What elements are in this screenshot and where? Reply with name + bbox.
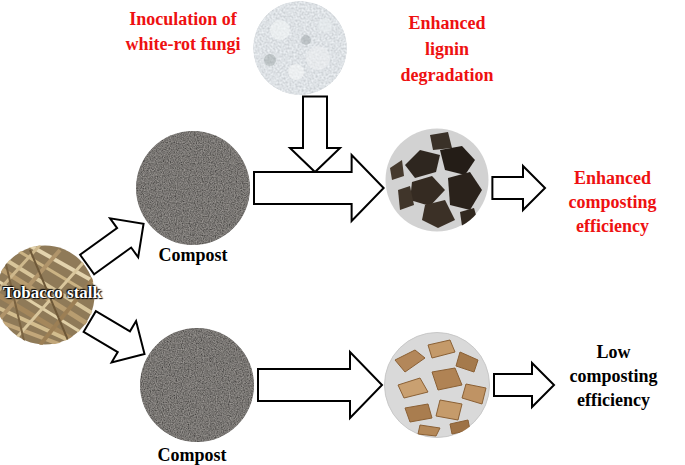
- node-text: Enhanced composting efficiency: [545, 166, 680, 238]
- node-text: Inoculation of white-rot fungi: [118, 7, 248, 57]
- block-arrow: [290, 97, 384, 188]
- compost-photo: [140, 328, 254, 442]
- block-arrow: [258, 352, 382, 418]
- block-arrow: [492, 166, 545, 210]
- node-text: Enhanced lignin degradation: [389, 10, 505, 88]
- circle-outline: [384, 332, 490, 438]
- photo-circle: Compost: [140, 328, 254, 442]
- block-arrow: [80, 218, 143, 274]
- photo-circle: Inoculation of white-rot fungi: [253, 1, 347, 95]
- text-node: Enhanced composting efficiency: [545, 166, 680, 238]
- fungi-photo: [253, 1, 347, 95]
- node-text: Tobacco stalk: [3, 283, 102, 303]
- node-text: Low composting efficiency: [556, 340, 671, 412]
- photo-circle: Enhanced lignin degradation: [385, 128, 489, 232]
- circle-shape: [385, 333, 490, 438]
- circle-outline: [136, 131, 250, 245]
- photo-circle: [384, 332, 490, 438]
- compost-photo: [136, 131, 250, 245]
- block-arrow: [494, 363, 554, 407]
- text-node: Low composting efficiency: [556, 340, 671, 412]
- node-text: Compost: [135, 445, 249, 465]
- circle-outline: [253, 1, 347, 95]
- circle-outline: [140, 328, 254, 442]
- photo-circle: Compost: [136, 131, 250, 245]
- block-arrow: [84, 311, 145, 362]
- block-arrow: [254, 155, 384, 221]
- circle-outline: [385, 128, 489, 232]
- node-text: Compost: [136, 245, 250, 265]
- circle-shape: [254, 2, 347, 95]
- photo-circle: Tobacco stalk: [0, 245, 95, 345]
- circle-shape: [137, 132, 250, 245]
- circle-shape: [141, 329, 254, 442]
- circle-shape: [386, 129, 489, 232]
